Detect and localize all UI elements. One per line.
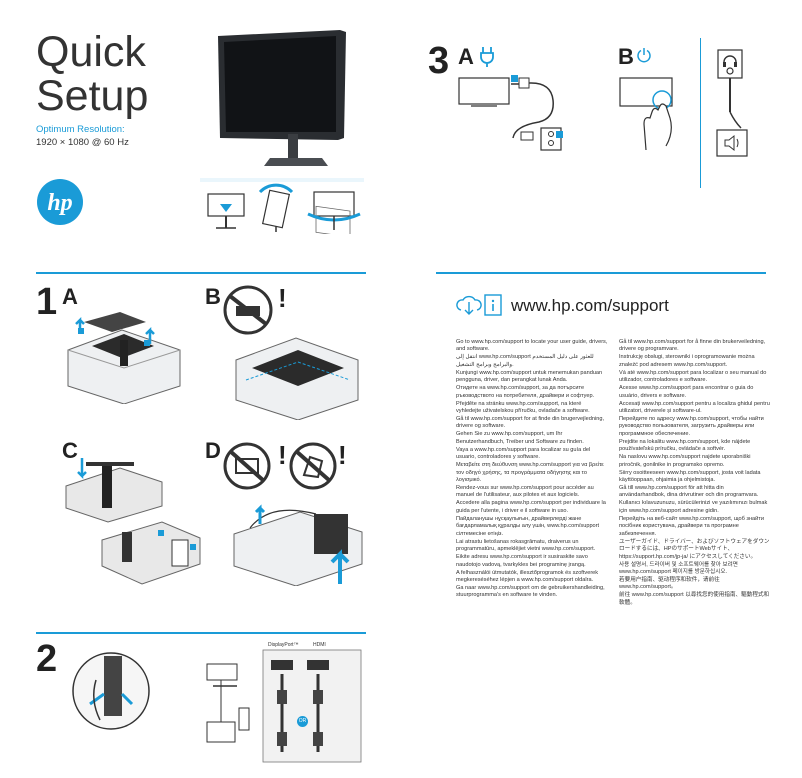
support-text-right: Gå til www.hp.com/support for å finne di…: [619, 339, 771, 608]
headphone-icon: [723, 55, 737, 67]
support-language-paragraph: Lai atrastu lietošanas rokasgrāmatu, dra…: [456, 538, 596, 553]
support-text-left: Go to www.hp.com/support to locate your …: [456, 339, 608, 600]
power-cable-diagram: [455, 70, 585, 160]
support-language-paragraph: Siirry osoitteeseen www.hp.com/support, …: [619, 469, 761, 484]
monitor-photo: [200, 30, 364, 170]
step-1a-unbox-image: [62, 300, 182, 405]
step-1-number: 1: [36, 281, 58, 323]
support-language-paragraph: A felhasználói útmutatók, illesztőprogra…: [456, 569, 599, 583]
support-language-paragraph: Kunjungi www.hp.com/support untuk menemu…: [456, 369, 603, 384]
resolution-label: Optimum Resolution:: [36, 124, 125, 135]
info-document-icon: [484, 294, 502, 316]
support-language-paragraph: Gå till www.hp.com/support för att hitta…: [619, 485, 759, 499]
support-language-paragraph: 前往 www.hp.com/support 以尋找您的使用指南、驅動程式和軟體。: [619, 592, 770, 606]
support-language-paragraph: Vá até www.hp.com/support para localizar…: [619, 369, 767, 384]
step-3a-label: A: [458, 44, 474, 69]
step-1c-label: C: [62, 438, 78, 463]
step-1b-warning: !: [278, 283, 287, 313]
support-language-paragraph: Accedere alla pagina www.hp.com/support …: [456, 500, 606, 514]
power-plug-icon: [478, 45, 496, 72]
pivot-icon: [258, 183, 294, 232]
support-language-paragraph: Accesați www.hp.com/support pentru a loc…: [619, 400, 770, 415]
support-icons: [455, 292, 507, 318]
video-connection-diagram: [203, 646, 363, 764]
support-language-paragraph: Пайдаланушы нұсқаулығын, драйверлерді жа…: [456, 515, 600, 537]
audio-panel: [700, 38, 765, 188]
speaker-icon: [724, 134, 739, 152]
step-3-marker-1: [556, 131, 563, 138]
support-language-paragraph: Отидете на www.hp.com/support, за да пот…: [456, 385, 595, 399]
support-language-paragraph: Gehen Sie zu www.hp.com/support, um Ihr …: [456, 431, 584, 445]
support-language-paragraph: Gå til www.hp.com/support for å finne di…: [619, 339, 766, 353]
step-2-number: 2: [36, 638, 58, 680]
swivel-icon: [307, 191, 361, 238]
support-language-paragraph: Перейдите по адресу www.hp.com/support, …: [619, 416, 764, 437]
step-1d-warning-1: !: [278, 440, 287, 470]
step-1d-lift-image: [230, 494, 364, 587]
support-language-paragraph: ユーザーガイド、ドライバー、およびソフトウェアをダウンロードするには、HPのサポ…: [619, 538, 770, 560]
support-language-paragraph: 사용 설명서, 드라이버 및 소프트웨어를 찾아 보려면 www.hp.com/…: [619, 561, 738, 575]
power-on-diagram: [618, 74, 678, 154]
hp-logo-text: hp: [47, 190, 72, 216]
support-language-paragraph: 若要用户指南、驱动程序和软件，请前往 www.hp.com/support。: [619, 576, 720, 591]
download-cloud-icon: [456, 295, 482, 315]
step-1-divider: [36, 272, 366, 274]
power-button-icon: [636, 47, 652, 68]
step-1b-label: B: [205, 284, 221, 309]
step-3b-label: B: [618, 44, 634, 69]
support-language-paragraph: Acesse www.hp.com/support para encontrar…: [619, 385, 754, 399]
support-language-paragraph: Ga naar www.hp.com/support om de gebruik…: [456, 584, 605, 599]
feature-icons: [200, 178, 364, 238]
no-lift-icon: [222, 284, 274, 336]
step-1c-stand-image: [62, 456, 202, 586]
support-language-paragraph: Instrukcję obsługi, sterowniki i oprogra…: [619, 354, 755, 368]
no-press-screen-icon: [288, 441, 338, 491]
support-url: www.hp.com/support: [511, 296, 669, 315]
support-language-paragraph: Na naslovu www.hp.com/support najdete up…: [619, 454, 751, 468]
support-language-paragraph: Přejděte na stránku www.hp.com/support, …: [456, 400, 590, 415]
support-language-paragraph: Vaya a www.hp.com/support para localizar…: [456, 446, 591, 461]
hp-logo: hp: [36, 178, 84, 226]
height-adjust-icon: [207, 193, 245, 229]
step-3-number: 3: [428, 40, 450, 82]
title-line-2: Setup: [36, 72, 149, 120]
no-touch-screen-icon: [222, 441, 272, 491]
step-1a-label: A: [62, 284, 78, 309]
cable-management-image: [70, 650, 152, 732]
step-2-divider: [36, 632, 366, 634]
support-language-paragraph: Rendez-vous sur www.hp.com/support pour …: [456, 485, 594, 499]
support-divider: [436, 272, 766, 274]
support-language-paragraph: Μεταβείτε στη διεύθυνση www.hp.com/suppo…: [456, 462, 604, 484]
support-language-paragraph: Prejdite na lokalitu www.hp.com/support,…: [619, 438, 751, 453]
support-language-paragraph: Go to www.hp.com/support to locate your …: [456, 339, 608, 353]
support-language-paragraph: Kullanıcı kılavuzunuzu, sürücülerinizi v…: [619, 500, 768, 514]
resolution-value: 1920 × 1080 @ 60 Hz: [36, 137, 129, 148]
title-line-1: Quick: [36, 28, 146, 76]
step-1b-box-image: [232, 320, 362, 421]
page-title: Quick Setup: [36, 30, 148, 118]
support-language-paragraph: Eikite adresu www.hp.com/support ir susi…: [456, 554, 588, 568]
hdmi-label: HDMI: [313, 642, 326, 648]
step-1d-warning-2: !: [338, 440, 347, 470]
displayport-label: DisplayPort™: [268, 642, 299, 648]
support-language-paragraph: Перейдіть на веб-сайт www.hp.com/support…: [619, 515, 764, 537]
support-language-paragraph: انتقل إلى www.hp.com/support للعثور على …: [456, 354, 594, 368]
or-badge: OR: [297, 716, 308, 727]
step-1d-label: D: [205, 438, 221, 463]
support-language-paragraph: Gå til www.hp.com/support for at finde d…: [456, 416, 605, 430]
step-3-marker-2: [511, 75, 518, 82]
